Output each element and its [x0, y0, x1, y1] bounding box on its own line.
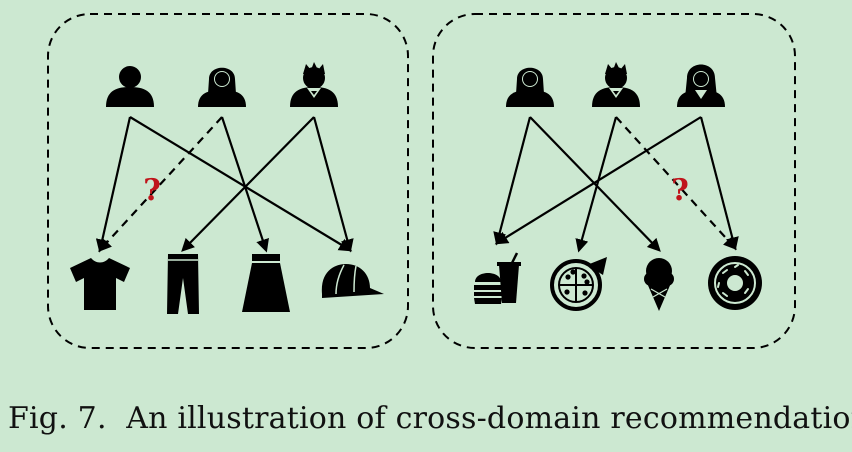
figure-caption-label: Fig. 7.: [8, 401, 107, 436]
interaction-arrow-food-2-3: [699, 116, 739, 251]
interaction-arrow-clothing-0-0: [95, 116, 132, 253]
man-spiky-hair-suit-user-icon: [592, 62, 640, 107]
man-spiky-hair-suit-user-icon: [290, 62, 338, 107]
figure-caption-text: An illustration of cross-domain recommen…: [126, 401, 852, 436]
tshirt-icon: [70, 258, 130, 310]
question-mark-food: ?: [671, 173, 689, 208]
figure-caption: Fig. 7. An illustration of cross-domain …: [8, 401, 852, 436]
woman-long-hair-suit-user-icon: [677, 64, 725, 107]
interaction-arrow-clothing-0-3: [129, 116, 353, 252]
icons-layer: [70, 62, 762, 314]
domain-panel-clothing: [47, 13, 409, 349]
question-marks-layer: ??: [143, 173, 689, 208]
unknown-interaction-arrow-food-1-3: [615, 116, 737, 250]
pants-icon: [167, 254, 199, 314]
interaction-arrow-clothing-2-1: [181, 116, 315, 252]
woman-user-icon: [506, 67, 554, 107]
interaction-arrow-food-1-1: [575, 116, 618, 253]
question-mark-clothing: ?: [143, 173, 161, 208]
links-layer: [95, 116, 739, 253]
interaction-arrow-food-2-0: [494, 116, 702, 245]
interaction-arrow-clothing-2-3: [312, 116, 354, 253]
interaction-arrow-clothing-1-2: [220, 116, 269, 253]
domain-panel-food: [432, 13, 796, 349]
interaction-arrow-food-0-0: [493, 116, 532, 246]
woman-user-icon: [198, 67, 246, 107]
ice-cream-icon: [644, 258, 674, 311]
cap-icon: [321, 264, 384, 298]
unknown-interaction-arrow-clothing-1-0: [98, 116, 223, 252]
pizza-icon: [550, 257, 607, 311]
burger-drink-icon: [474, 252, 521, 304]
donut-icon: [708, 256, 762, 310]
skirt-icon: [242, 254, 290, 312]
man-user-icon: [106, 66, 154, 107]
